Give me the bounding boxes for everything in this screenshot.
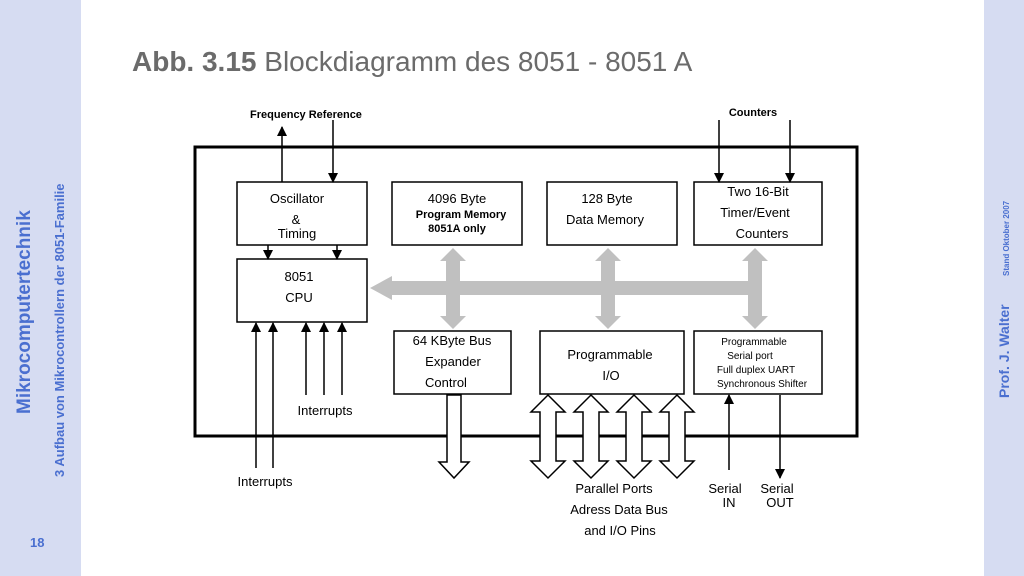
bus-expander-label-3: Control xyxy=(425,375,467,390)
oscillator-block xyxy=(236,181,368,246)
serial-out-label-2: OUT xyxy=(766,495,794,510)
serial-in-label-1: Serial xyxy=(708,481,741,496)
timer-label-2: Timer/Event xyxy=(720,205,790,220)
data-memory-block xyxy=(546,181,678,246)
programmable-io-label-1: Programmable xyxy=(567,347,652,362)
figure-caption: Blockdiagramm des 8051 - 8051 A xyxy=(264,46,693,77)
counters-label: Counters xyxy=(729,107,777,119)
timer-block xyxy=(693,181,823,246)
oscillator-label: Oscillator xyxy=(270,191,325,206)
bus-expander-block xyxy=(393,330,512,395)
interrupts-outer-label: Interrupts xyxy=(238,474,293,489)
bus-expander-label-1: 64 KByte Bus xyxy=(413,333,492,348)
oscillator-amp: & xyxy=(292,212,301,227)
program-memory-size: 4096 Byte xyxy=(428,191,487,206)
right-sidebar xyxy=(984,0,1024,576)
data-memory-size: 128 Byte xyxy=(581,191,632,206)
port-arrow-1 xyxy=(529,393,567,480)
program-memory-label: Program Memory xyxy=(416,209,507,221)
page-number: 18 xyxy=(30,535,45,550)
cpu-model-label: 8051 xyxy=(285,269,314,284)
port-arrow-2 xyxy=(572,393,610,480)
bus-expander-label-2: Expander xyxy=(425,354,481,369)
timing-label: Timing xyxy=(278,226,317,241)
serial-port-label-4: Synchronous Shifter xyxy=(717,379,808,390)
bus-expander-arrow xyxy=(437,394,471,480)
frequency-reference-label: Frequency Reference xyxy=(250,109,362,121)
interrupts-inner-label: Interrupts xyxy=(298,403,353,418)
internal-bus xyxy=(370,248,768,329)
parallel-ports-label-2: Adress Data Bus xyxy=(570,502,668,517)
serial-port-label-3: Full duplex UART xyxy=(717,365,795,376)
serial-port-label-2: Serial port xyxy=(727,351,773,362)
port-arrow-3 xyxy=(615,393,653,480)
cpu-label: CPU xyxy=(285,290,312,305)
program-memory-note: 8051A only xyxy=(428,223,487,235)
serial-port-block xyxy=(693,330,823,395)
chip-boundary xyxy=(193,145,859,438)
port-arrow-4 xyxy=(658,393,696,480)
cpu-block xyxy=(236,258,368,323)
serial-out-label-1: Serial xyxy=(760,481,793,496)
figure-number: Abb. 3.15 xyxy=(132,46,257,77)
programmable-io-block xyxy=(539,330,685,395)
data-memory-label: Data Memory xyxy=(566,212,645,227)
serial-in-label-2: IN xyxy=(723,495,736,510)
timer-label-3: Counters xyxy=(736,226,789,241)
slide-title: Abb. 3.15 Blockdiagramm des 8051 - 8051 … xyxy=(132,46,692,78)
parallel-ports-label-3: and I/O Pins xyxy=(584,523,656,538)
timer-label-1: Two 16-Bit xyxy=(727,184,789,199)
parallel-ports-label-1: Parallel Ports xyxy=(575,481,653,496)
serial-port-label-1: Programmable xyxy=(721,337,787,348)
left-sidebar xyxy=(0,0,81,576)
programmable-io-label-2: I/O xyxy=(602,368,619,383)
program-memory-block xyxy=(391,181,523,246)
